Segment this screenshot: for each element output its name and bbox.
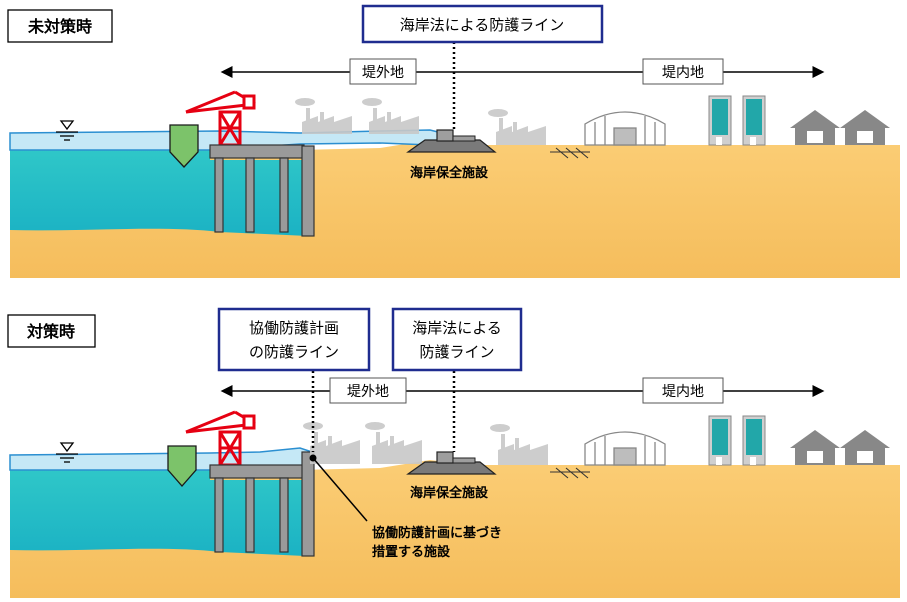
factory-icon [490, 424, 548, 465]
building-icon [708, 415, 732, 466]
panel-after: 堤外地 堤内地 対策時 協働防護計画 の防護ライン 海岸法による 防護ライン 海… [7, 307, 900, 598]
warehouse-icon [584, 111, 666, 146]
building-icon [708, 95, 732, 146]
coast-line-label-line1: 海岸法による [412, 319, 502, 337]
sea [10, 150, 308, 236]
buoy-icon [169, 124, 199, 168]
inner-area-label: 堤内地 [662, 384, 704, 400]
buoy-icon [167, 445, 197, 487]
building-icon [742, 415, 766, 466]
ground-hatch [550, 147, 590, 159]
house-icon [840, 110, 890, 145]
ground-hatch [550, 467, 590, 479]
coop-facility-label-line1: 協働防護計画に基づき [372, 525, 502, 541]
coastal-facility-label: 海岸保全施設 [410, 485, 489, 501]
outer-area-label: 堤外地 [347, 384, 389, 400]
house-icon [840, 430, 890, 465]
house-icon [790, 110, 840, 145]
water-level-icon [56, 442, 78, 463]
coop-facility-label-line2: 措置する施設 [372, 544, 451, 560]
factory-icon [295, 98, 352, 134]
coastal-facility-icon [406, 129, 497, 153]
coastal-facility-icon [406, 451, 497, 475]
house-icon [790, 430, 840, 465]
factory-icon [303, 422, 360, 464]
panel-heading: 対策時 [26, 322, 75, 341]
water-level-icon [56, 120, 78, 141]
factory-icon [362, 98, 419, 134]
factory-icon [488, 109, 546, 145]
coast-line-label: 海岸法による防護ライン [400, 16, 565, 34]
outer-area-label: 堤外地 [362, 65, 404, 81]
panel-before: 堤外地 堤内地 未対策時 海岸法による防護ライン 海岸保全施設 [7, 4, 900, 278]
coop-line-label-line1: 協働防護計画 [249, 319, 339, 337]
sea [10, 470, 305, 556]
panel-heading: 未対策時 [27, 17, 92, 36]
factory-icon [365, 422, 422, 464]
coop-line-label-line2: の防護ライン [249, 343, 339, 361]
pier [209, 144, 315, 237]
coastal-facility-label: 海岸保全施設 [410, 165, 489, 181]
callout-line [312, 457, 368, 522]
coast-line-label-line2: 防護ライン [419, 343, 494, 361]
crane-icon [185, 410, 256, 467]
pier [209, 451, 315, 557]
warehouse-icon [584, 431, 666, 466]
inner-area-label: 堤内地 [662, 65, 704, 81]
building-icon [742, 95, 766, 146]
